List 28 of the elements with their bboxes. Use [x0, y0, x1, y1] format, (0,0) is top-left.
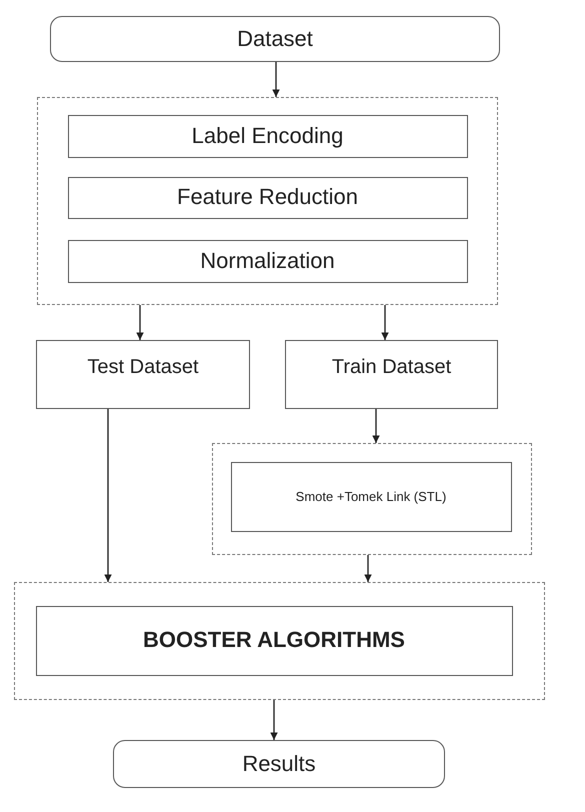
rounded-box [113, 740, 445, 788]
arrow [272, 62, 280, 97]
process-box [68, 240, 468, 282]
process-box [68, 176, 468, 218]
arrow [381, 305, 389, 340]
box-label: Train Dataset [330, 355, 452, 379]
box-label: Test Dataset [86, 355, 200, 379]
box-label: Dataset [236, 26, 314, 52]
box-label: Results [241, 750, 317, 778]
process-box [68, 114, 468, 158]
dashed-group-box [37, 97, 498, 305]
arrow [270, 700, 278, 740]
arrow [372, 409, 380, 443]
box-label: Label Encoding [190, 122, 344, 150]
box-label: Normalization [199, 248, 336, 274]
rounded-box [50, 16, 500, 62]
process-box [285, 340, 498, 409]
box-label: BOOSTER ALGORITHMS [142, 627, 406, 654]
box-label: Smote +Tomek Link (STL) [294, 488, 448, 504]
arrow [364, 555, 372, 582]
arrow [136, 305, 144, 340]
dashed-group-box [14, 582, 545, 700]
process-box [230, 462, 512, 532]
dashed-group-box [212, 443, 532, 555]
process-box [36, 340, 250, 409]
process-box [36, 606, 512, 676]
box-label: Feature Reduction [176, 184, 359, 211]
arrow [104, 409, 112, 582]
